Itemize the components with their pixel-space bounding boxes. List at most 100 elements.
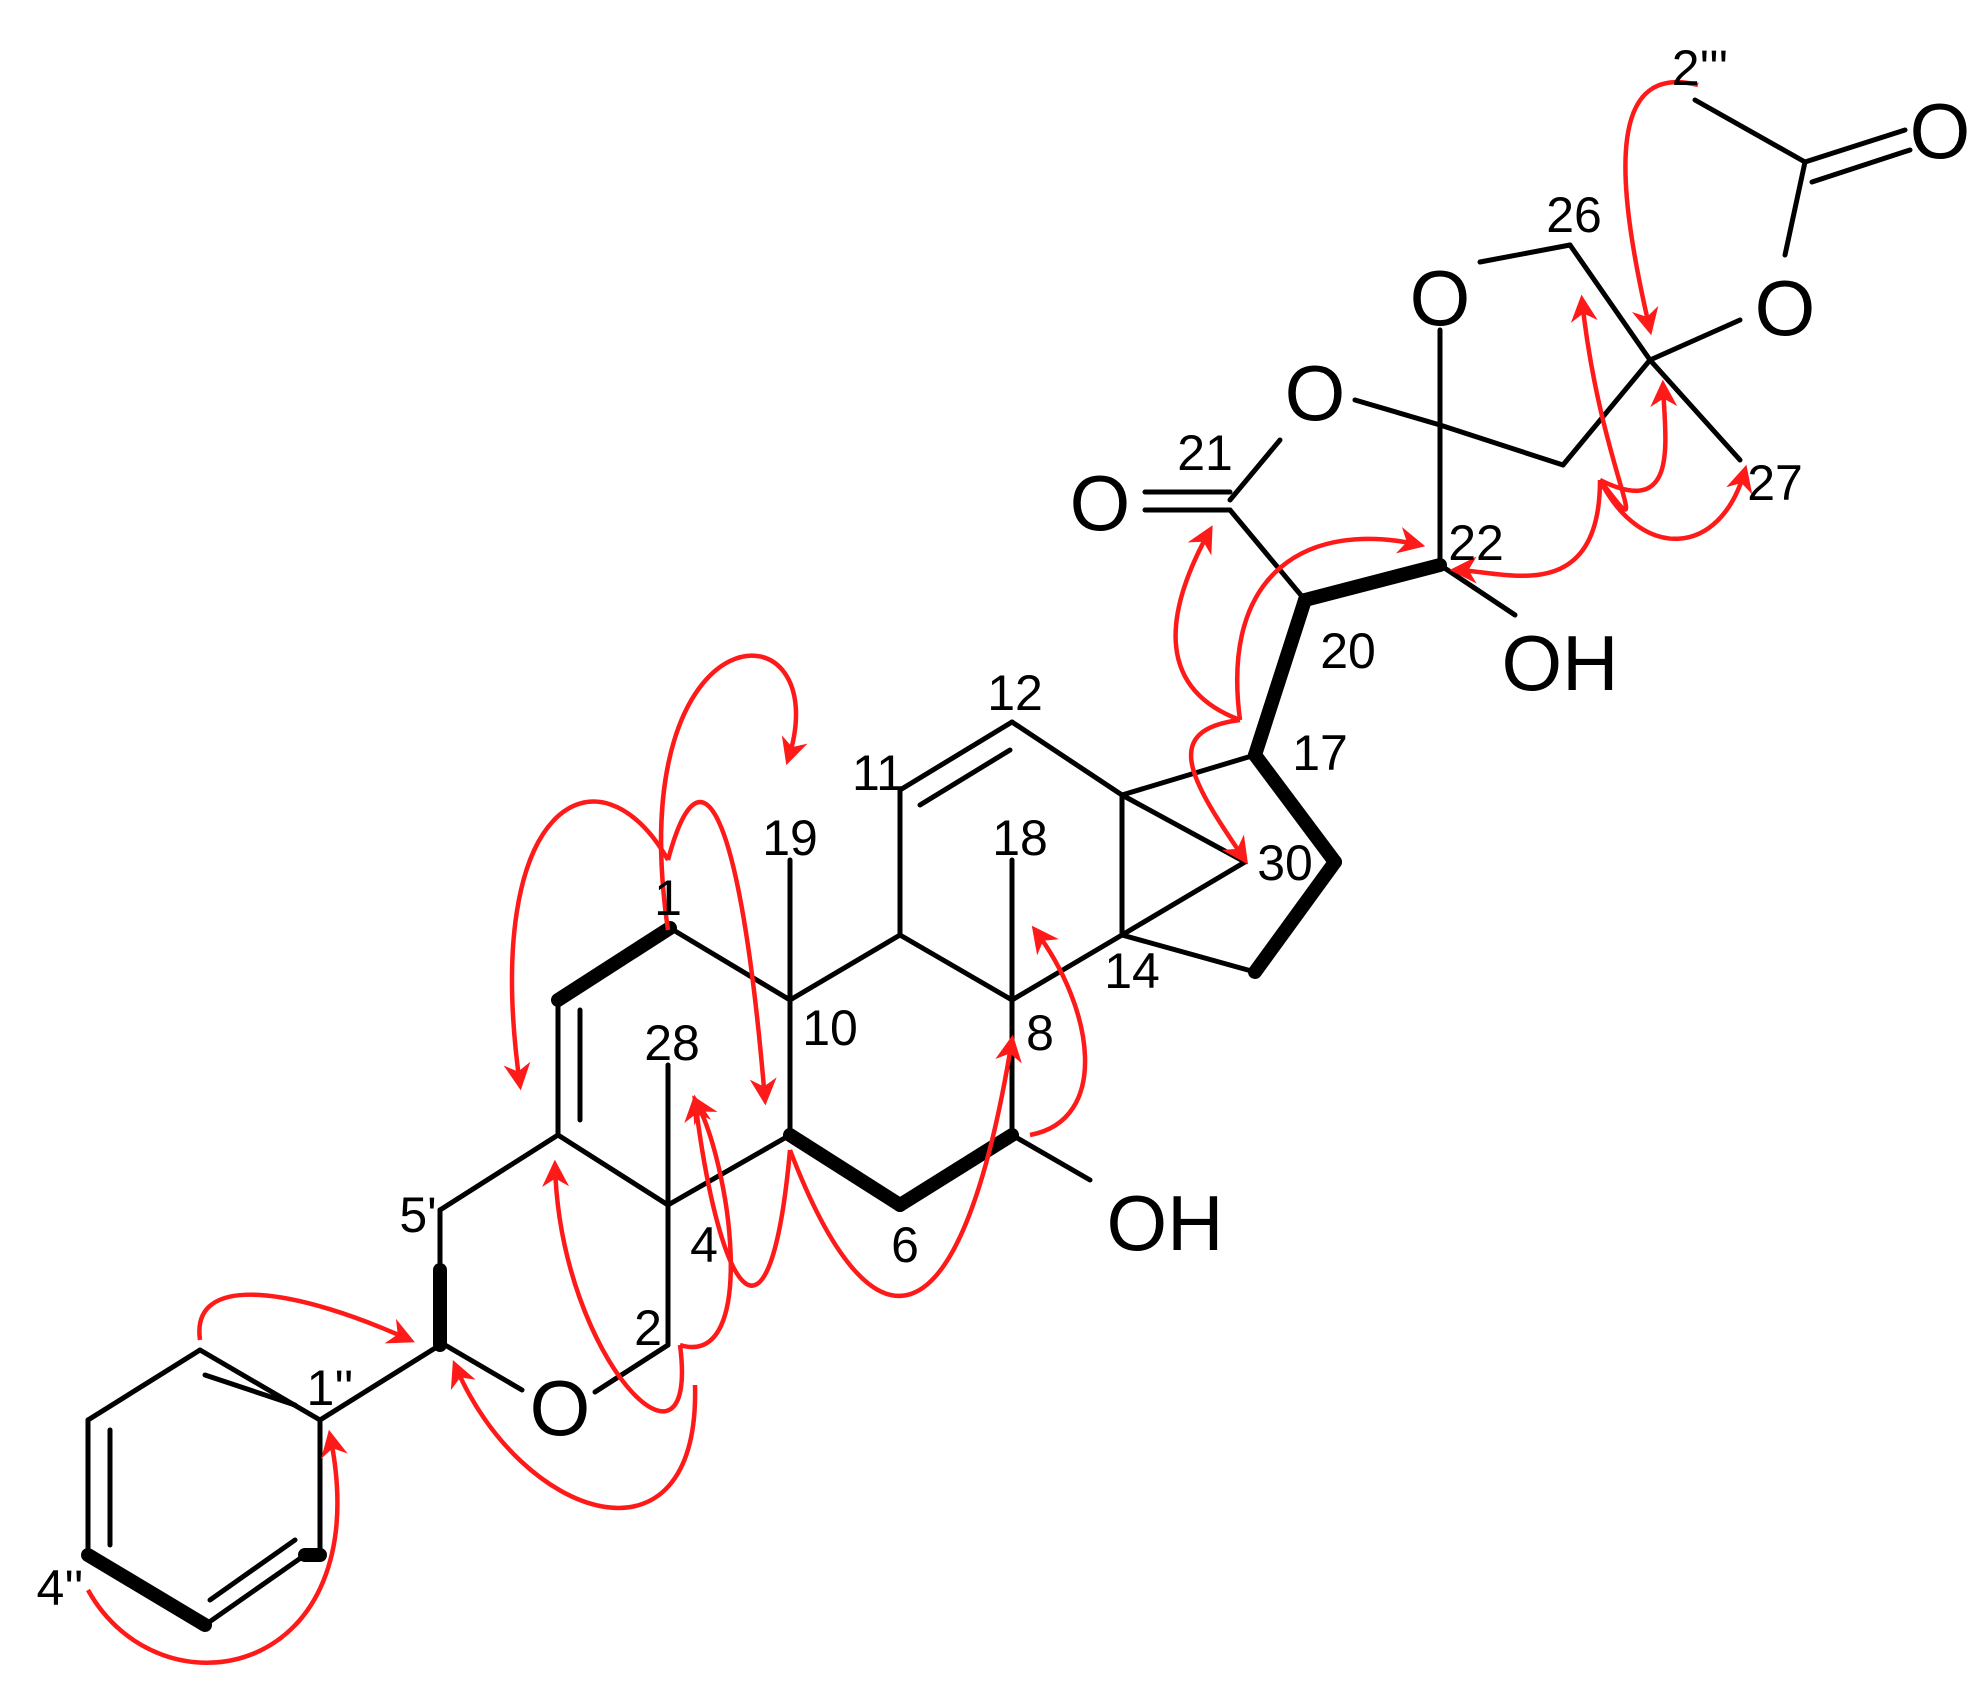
bond [665, 1132, 793, 1208]
atom-label-4-double-prime: 4'' [37, 1560, 84, 1616]
bond [1119, 859, 1248, 938]
atom-label-5prime: 5' [399, 1187, 436, 1243]
bond [917, 747, 1013, 808]
atom-label-6: 6 [891, 1217, 919, 1273]
atom-label-4: 4 [690, 1217, 718, 1273]
bond [1477, 242, 1573, 265]
atom-label-17: 17 [1292, 725, 1348, 781]
correlation-arrow [450, 1360, 698, 1511]
bond [1119, 932, 1258, 975]
bold-bond [81, 1548, 212, 1632]
bond [592, 1342, 671, 1395]
bond [1437, 422, 1566, 468]
bond [1009, 1132, 1093, 1183]
hydroxyl-label-22: OH [1502, 619, 1619, 707]
correlation-arrow [1173, 525, 1241, 723]
correlation-arrow [787, 1034, 1022, 1299]
bond [1119, 792, 1248, 865]
oxygen-label-ring: O [530, 1364, 591, 1452]
atom-labels: 1 2 4 5' 6 8 10 11 12 14 17 18 19 20 21 … [37, 40, 1803, 1616]
bond [1802, 127, 1908, 165]
oxygen-label-ketal-b: O [1755, 264, 1816, 352]
bond [1692, 97, 1808, 165]
correlation-arrow [684, 1094, 793, 1288]
correlation-arrow [1597, 464, 1753, 541]
atom-label-20: 20 [1320, 623, 1376, 679]
atom-label-8: 8 [1026, 1005, 1054, 1061]
atom-label-11: 11 [852, 745, 904, 801]
atom-label-19: 19 [762, 810, 818, 866]
bold-bond [1298, 558, 1447, 607]
bond [197, 1347, 323, 1423]
heteroatom-labels: O O O O O O OH OH [530, 87, 1971, 1452]
correlation-arrow [86, 1429, 348, 1665]
oxygen-label-acetyl: O [1910, 87, 1971, 175]
bond [1119, 752, 1258, 798]
bond [1567, 242, 1653, 363]
correlation-arrow [197, 1292, 415, 1344]
hydroxyl-label-7: OH [1107, 1179, 1224, 1267]
bond [1352, 397, 1443, 428]
bond [317, 1342, 443, 1423]
bond [437, 1132, 561, 1213]
bond-skeleton [85, 97, 1913, 1628]
atom-label-27: 27 [1747, 455, 1803, 511]
correlation-arrow [1570, 294, 1629, 512]
bond [897, 932, 1015, 1003]
bond [1782, 159, 1808, 258]
bond [555, 1132, 671, 1208]
bond [1009, 719, 1125, 798]
bond [897, 719, 1015, 793]
correlation-arrow [1623, 80, 1699, 336]
atom-label-22: 22 [1448, 515, 1504, 571]
bold-bond [1248, 855, 1342, 979]
bond [202, 1552, 308, 1628]
atom-label-14: 14 [1104, 943, 1160, 999]
bond [1809, 147, 1913, 185]
bond [1009, 932, 1125, 1003]
atom-label-12: 12 [987, 665, 1043, 721]
correlation-arrow [1234, 527, 1426, 721]
correlation-arrow [665, 799, 777, 1106]
oxygen-label-lactone: O [1285, 349, 1346, 437]
bond [787, 932, 903, 1003]
bold-bond [1248, 593, 1312, 762]
atom-label-2: 2 [634, 1300, 662, 1356]
oxygen-label-carbonyl-21: O [1070, 459, 1131, 547]
correlation-arrows [86, 80, 1753, 1665]
bold-bond [893, 1128, 1019, 1212]
atom-label-30: 30 [1257, 835, 1313, 891]
correlation-arrow [658, 653, 808, 931]
atom-label-1-double-prime: 1'' [307, 1360, 354, 1416]
atom-label-10: 10 [802, 1000, 858, 1056]
correlation-arrow [542, 1159, 685, 1414]
atom-label-18: 18 [992, 810, 1048, 866]
bond [207, 1537, 298, 1603]
bold-bond [551, 921, 677, 1007]
bond [202, 1372, 298, 1408]
bold-bond [1248, 748, 1342, 869]
correlation-arrow [679, 1095, 733, 1350]
bond [1647, 317, 1743, 363]
bond [1227, 507, 1308, 603]
bold-bond [783, 1128, 907, 1212]
correlation-arrow [1598, 379, 1678, 494]
bond [85, 1347, 203, 1423]
correlation-arrow [503, 799, 670, 1091]
bond [1560, 357, 1653, 468]
bond [1647, 357, 1743, 463]
atom-label-28: 28 [644, 1015, 700, 1071]
correlation-arrow [1029, 925, 1088, 1138]
atom-label-1: 1 [654, 870, 682, 926]
bond [1227, 437, 1283, 503]
bond [442, 1342, 525, 1393]
correlation-arrow [1188, 717, 1249, 865]
oxygen-label-ketal-a: O [1410, 254, 1471, 342]
bold-bonds [81, 558, 1447, 1632]
correlation-arrow [1449, 479, 1603, 584]
atom-label-2-triple-prime: 2''' [1672, 40, 1728, 96]
atom-label-26: 26 [1546, 187, 1602, 243]
atom-label-21: 21 [1177, 425, 1233, 481]
bond [667, 925, 793, 1003]
